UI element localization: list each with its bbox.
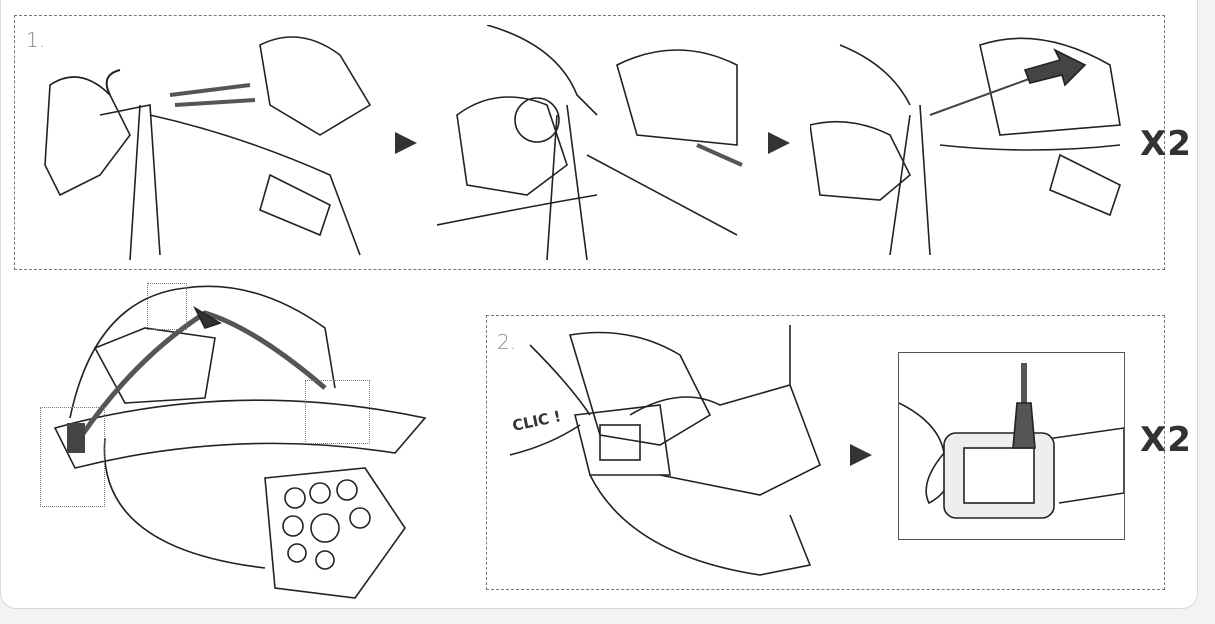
detail-marker (147, 283, 187, 330)
detail-marker (40, 407, 105, 507)
step-2-illustration (510, 325, 822, 576)
step-2-label: 2. (497, 330, 517, 354)
step-1a-illustration (44, 36, 372, 260)
step-1-panel (14, 15, 1165, 270)
buckle-detail-illustration (898, 363, 1125, 519)
headlamp-overview-illustration (53, 285, 427, 599)
next-arrow-icon (395, 132, 417, 154)
step-1b-illustration (437, 25, 743, 260)
next-arrow-icon (768, 132, 790, 154)
step-2-panel (486, 315, 1165, 590)
detail-inset (898, 352, 1125, 540)
step-1c-illustration (810, 37, 1121, 256)
repeat-twice-label: X2 (1140, 124, 1192, 164)
detail-marker (305, 380, 370, 444)
repeat-twice-label: X2 (1140, 420, 1192, 460)
step-1-label: 1. (26, 28, 46, 52)
next-arrow-icon (850, 444, 872, 466)
